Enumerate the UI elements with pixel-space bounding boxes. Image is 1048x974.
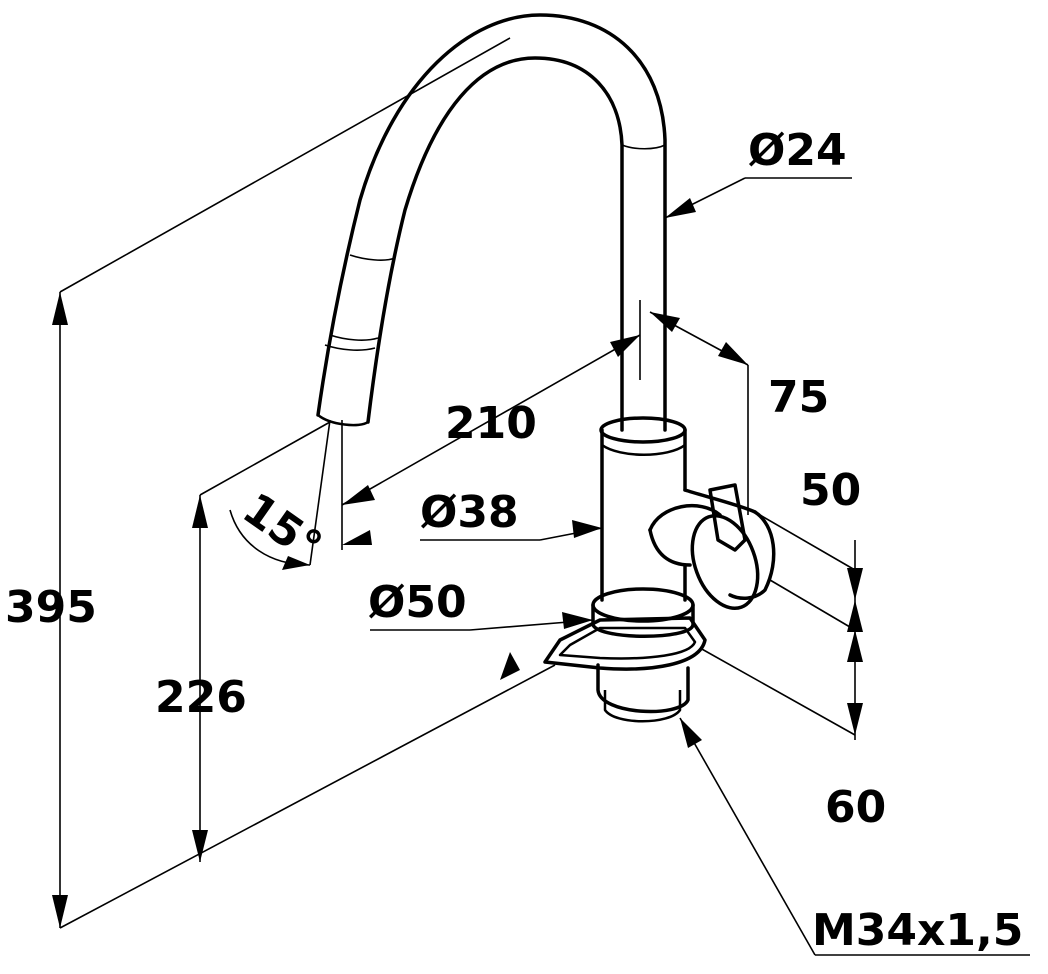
label-swivel-angle: 15° <box>233 483 330 573</box>
faucet-base <box>543 587 707 723</box>
faucet-body <box>599 416 776 611</box>
label-total-height: 395 <box>5 582 97 633</box>
label-spout-diameter: Ø24 <box>748 125 847 176</box>
label-body-diameter: Ø38 <box>420 487 519 538</box>
label-outlet-height: 226 <box>155 672 247 723</box>
label-thread: M34x1,5 <box>812 905 1023 956</box>
label-spout-reach: 210 <box>445 398 537 449</box>
faucet-spout <box>316 13 667 432</box>
label-handle-offset: 50 <box>800 465 861 516</box>
label-handle-height: 60 <box>825 782 886 833</box>
dimension-lines <box>52 37 1030 956</box>
label-spout-reach-offset: 75 <box>768 372 829 423</box>
label-base-diameter: Ø50 <box>368 577 467 628</box>
